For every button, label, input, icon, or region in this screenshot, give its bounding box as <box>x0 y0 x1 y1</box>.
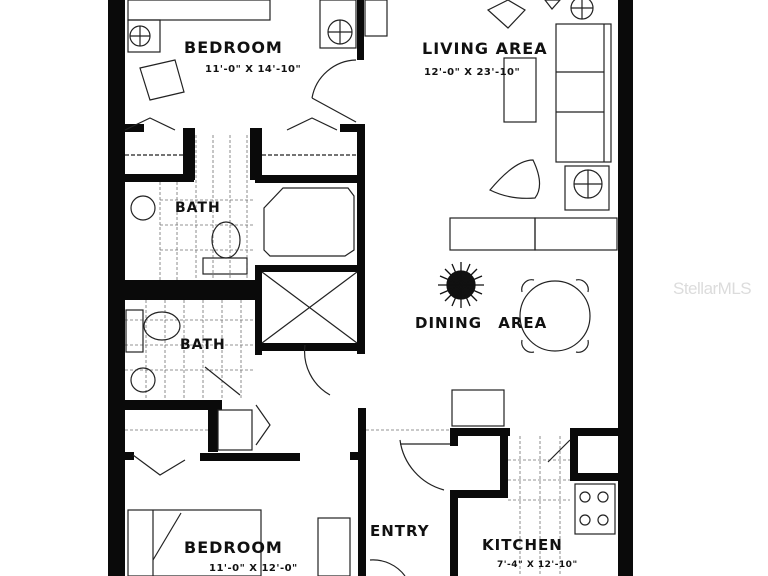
tile-lines <box>125 135 570 576</box>
exterior-walls <box>108 0 633 576</box>
plant-icon <box>438 262 484 308</box>
interior-walls <box>122 0 620 576</box>
room-label-bedroom-2: BEDROOM <box>184 538 283 557</box>
fixtures <box>124 0 618 576</box>
room-label-kitchen: KITCHEN <box>482 536 563 554</box>
room-dimensions-bedroom-2: 11'-0" X 12'-0" <box>209 563 298 574</box>
room-label-entry: ENTRY <box>370 522 430 540</box>
room-label-dining-area: DINING AREA <box>415 314 548 332</box>
room-dimensions-bedroom-1: 11'-0" X 14'-10" <box>205 64 302 75</box>
room-label-bath-2: BATH <box>180 337 226 353</box>
room-label-bedroom-1: BEDROOM <box>184 38 283 57</box>
watermark-text: StellarMLS <box>673 279 752 298</box>
room-label-bath-1: BATH <box>175 200 221 216</box>
room-dimensions-kitchen: 7'-4" X 12'-10" <box>497 560 578 570</box>
room-label-living-area: LIVING AREA <box>422 39 548 58</box>
room-dimensions-living-area: 12'-0" X 23'-10" <box>424 67 521 78</box>
